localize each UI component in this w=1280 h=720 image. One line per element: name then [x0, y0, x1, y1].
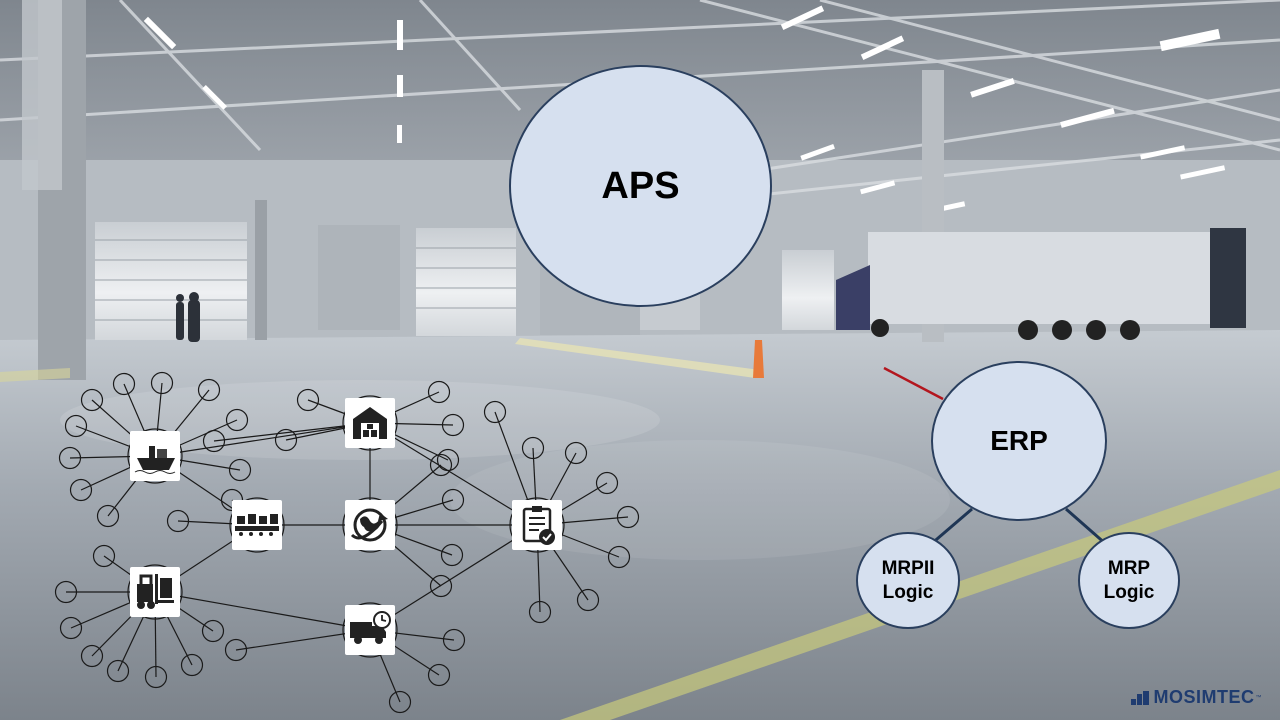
- network-leaf-node: [521, 436, 545, 460]
- network-leaf-node: [92, 544, 116, 568]
- ship-icon: [127, 428, 183, 484]
- network-leaf-node: [576, 588, 600, 612]
- mrp-logic-label: MRP Logic: [1103, 557, 1155, 603]
- network-leaf-node: [80, 388, 104, 412]
- erp-mrp2-connector: [929, 507, 973, 547]
- network-leaf-node: [436, 448, 460, 472]
- aps-erp-connector: [883, 366, 944, 401]
- network-leaf-node: [427, 663, 451, 687]
- network-leaf-node: [441, 413, 465, 437]
- network-leaf-node: [112, 372, 136, 396]
- forklift-icon: [127, 564, 183, 620]
- network-edge: [154, 591, 371, 631]
- network-leaf-node: [150, 371, 174, 395]
- network-leaf-node: [429, 453, 453, 477]
- conveyor-icon: [229, 497, 285, 553]
- network-leaf-node: [144, 665, 168, 689]
- network-leaf-node: [296, 388, 320, 412]
- network-leaf-node: [228, 458, 252, 482]
- network-leaf-node: [441, 488, 465, 512]
- aps-label: APS: [601, 164, 680, 207]
- network-edge: [369, 422, 538, 526]
- network-leaf-node: [607, 545, 631, 569]
- network-leaf-node: [440, 543, 464, 567]
- network-leaf-node: [197, 378, 221, 402]
- mosimtec-logo: MOSIMTEC ™: [1130, 687, 1263, 708]
- network-leaf-node: [64, 414, 88, 438]
- network-leaf-node: [58, 446, 82, 470]
- network-leaf-node: [442, 628, 466, 652]
- network-leaf-node: [274, 428, 298, 452]
- mrp2-logic-label: MRPII Logic: [881, 557, 935, 603]
- network-leaf-node: [564, 441, 588, 465]
- clipboard-check-icon: [509, 497, 565, 553]
- mosimtec-logo-text: MOSIMTEC: [1153, 687, 1255, 707]
- network-leaf-node: [166, 509, 190, 533]
- network-leaf-node: [616, 505, 640, 529]
- network-leaf-node: [180, 653, 204, 677]
- network-leaf-node: [69, 478, 93, 502]
- mosimtec-mark-icon: [1130, 690, 1151, 705]
- aps-bubble: APS: [509, 65, 772, 307]
- erp-label: ERP: [990, 425, 1048, 456]
- erp-bubble: ERP: [931, 361, 1107, 521]
- network-leaf-node: [201, 619, 225, 643]
- network-leaf-node: [225, 408, 249, 432]
- mrp-logic-bubble: MRP Logic: [1078, 532, 1180, 629]
- network-leaf-node: [202, 429, 226, 453]
- network-leaf-node: [80, 644, 104, 668]
- network-leaf-node: [59, 616, 83, 640]
- network-leaf-node: [224, 638, 248, 662]
- network-edge: [369, 524, 538, 631]
- network-leaf-node: [427, 380, 451, 404]
- warehouse-icon: [342, 395, 398, 451]
- delivery-truck-clock-icon: [342, 602, 398, 658]
- network-leaf-node: [429, 574, 453, 598]
- network-leaf-node: [388, 690, 412, 714]
- network-leaf-node: [106, 659, 130, 683]
- network-edge: [154, 422, 371, 457]
- trademark-mark: ™: [1255, 694, 1262, 701]
- network-leaf-node: [595, 471, 619, 495]
- network-leaf-node: [54, 580, 78, 604]
- network-leaf-node: [483, 400, 507, 424]
- globe-logistics-icon: [342, 497, 398, 553]
- network-leaf-node: [528, 600, 552, 624]
- mrp2-logic-bubble: MRPII Logic: [856, 532, 960, 629]
- network-leaf-node: [96, 504, 120, 528]
